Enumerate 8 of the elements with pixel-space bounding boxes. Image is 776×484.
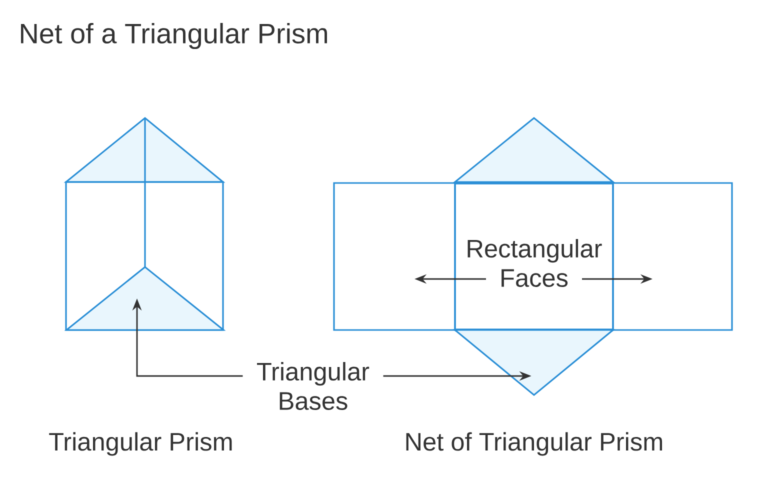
title: Net of a Triangular Prism [21, 22, 327, 50]
rectangle-face [612, 182, 733, 331]
rectangle-face [333, 182, 456, 331]
callout-text: Rectangular Faces [468, 239, 602, 287]
rectangle-face [454, 182, 614, 332]
caption-label: Net of Triangular Prism [406, 432, 662, 456]
caption-label: Triangular Prism [49, 432, 232, 456]
callout-text: Triangular Bases [257, 362, 370, 410]
